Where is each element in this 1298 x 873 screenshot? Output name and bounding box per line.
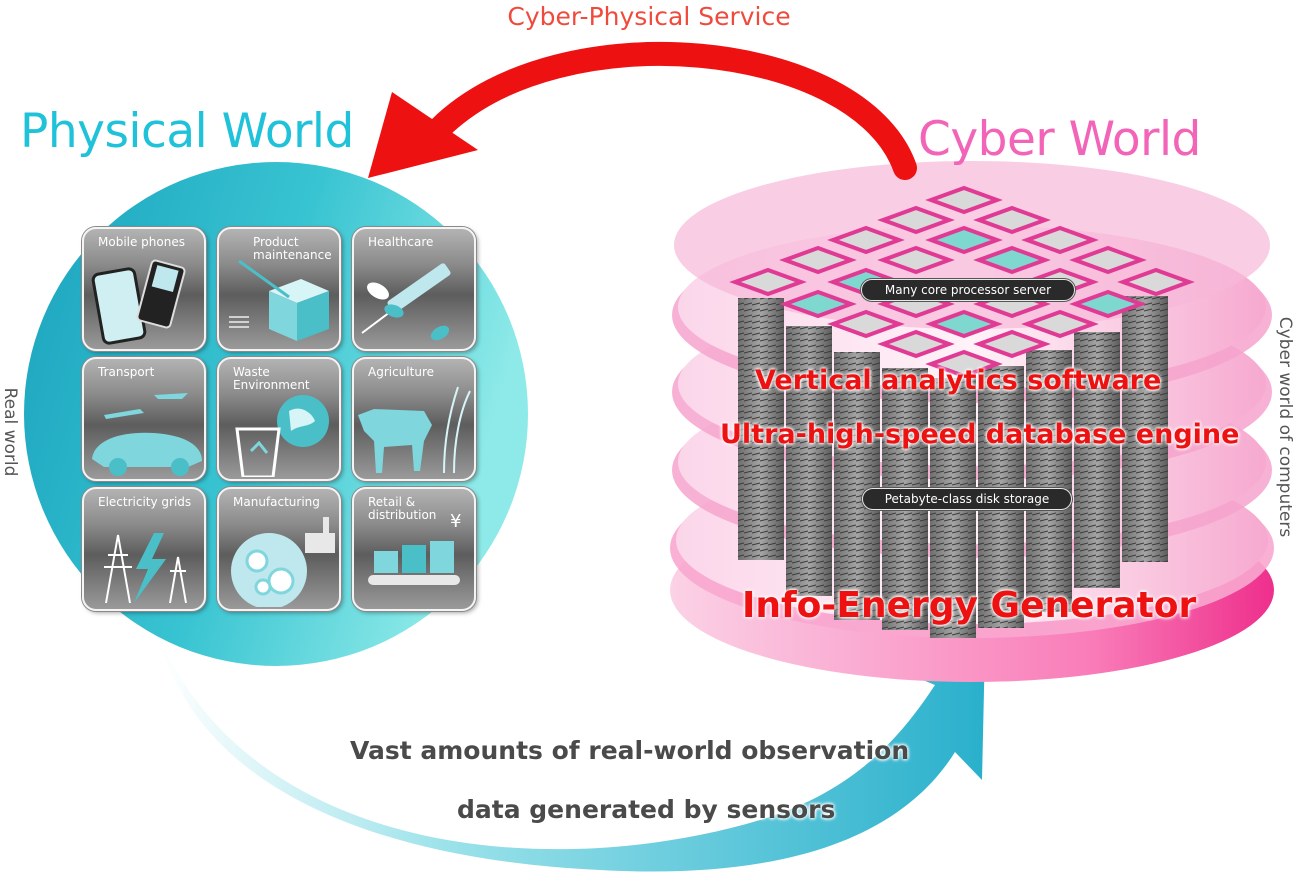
tile-label: Agriculture: [368, 365, 434, 379]
processor-chip: [827, 309, 905, 339]
tile-label: Mobile phones: [98, 235, 185, 249]
cyber-world-side-label: Cyber world of computers: [1275, 316, 1295, 538]
cyber-physical-service-arrow: [428, 41, 917, 180]
info-energy-generator-label: Info-Energy Generator: [742, 585, 1197, 626]
processor-chip: [925, 349, 1003, 379]
manufacturing-icon: [231, 517, 335, 607]
processor-chip: [925, 185, 1003, 215]
processor-chip: [973, 329, 1051, 359]
healthcare-icon: [361, 263, 451, 341]
disk-storage-label: Petabyte-class disk storage: [862, 488, 1072, 510]
processor-chip: [779, 289, 857, 319]
processor-chip: [877, 329, 955, 359]
tile-manufacturing: Manufacturing: [217, 487, 341, 611]
tile-label: Product maintenance: [253, 235, 332, 262]
server-tower: [834, 352, 880, 620]
processor-chip: [827, 225, 905, 255]
processor-server-label: Many core processor server: [861, 279, 1075, 301]
database-engine-label: Ultra-high-speed database engine: [720, 419, 1240, 450]
tile-waste-environment: Waste Environment: [217, 357, 341, 481]
physical-world-title: Physical World: [20, 104, 354, 159]
server-tower: [1026, 350, 1072, 612]
tile-label: Retail & distribution: [368, 495, 437, 522]
processor-chip: [779, 245, 857, 275]
processor-chip: [973, 245, 1051, 275]
flow-label-line2: data generated by sensors: [457, 795, 836, 824]
processor-chip: [1069, 245, 1147, 275]
tile-label: Healthcare: [368, 235, 434, 249]
tile-label: Manufacturing: [233, 495, 320, 509]
server-tower: [738, 298, 784, 560]
processor-chip: [1021, 309, 1099, 339]
vertical-analytics-label: Vertical analytics software: [755, 365, 1162, 396]
tile-label: Waste Environment: [233, 365, 310, 392]
cyber-physical-service-label: Cyber-Physical Service: [507, 2, 791, 31]
processor-chip: [925, 309, 1003, 339]
server-tower: [1122, 296, 1168, 562]
processor-chip: [1069, 289, 1147, 319]
tile-label: Transport: [98, 365, 155, 379]
processor-chip: [877, 245, 955, 275]
processor-chip: [1117, 267, 1195, 297]
electricity-grids-icon: [104, 533, 187, 604]
flow-label-line1: Vast amounts of real-world observation: [350, 736, 910, 765]
agriculture-icon: [358, 386, 471, 474]
tile-product-maintenance: Product maintenance: [217, 227, 341, 351]
cyber-world-title: Cyber World: [918, 112, 1201, 167]
tile-healthcare: Healthcare: [352, 227, 476, 351]
service-arrowhead-icon: [368, 92, 478, 178]
tile-mobile-phones: Mobile phones: [82, 227, 206, 351]
tile-label: Electricity grids: [98, 495, 192, 509]
server-tower: [786, 326, 832, 596]
processor-chip: [877, 205, 955, 235]
product-maintenance-icon: [229, 259, 329, 341]
svg-text:¥: ¥: [450, 511, 461, 532]
tile-transport: Transport: [82, 357, 206, 481]
tile-electricity-grids: Electricity grids: [82, 487, 206, 611]
transport-icon: [92, 393, 202, 476]
real-world-side-label: Real world: [0, 387, 20, 477]
processor-chips: [729, 185, 1195, 379]
server-tower: [1074, 332, 1120, 588]
tile-retail-distribution: Retail & distribution ¥: [352, 487, 476, 611]
waste-environment-icon: [235, 395, 329, 477]
processor-chip: [925, 225, 1003, 255]
processor-chip: [973, 205, 1051, 235]
retail-distribution-icon: ¥: [368, 511, 461, 585]
mobile-phones-icon: [91, 259, 186, 345]
processor-chip: [1021, 225, 1099, 255]
tile-agriculture: Agriculture: [352, 357, 476, 481]
processor-chip: [729, 267, 807, 297]
server-towers: [738, 296, 1168, 638]
